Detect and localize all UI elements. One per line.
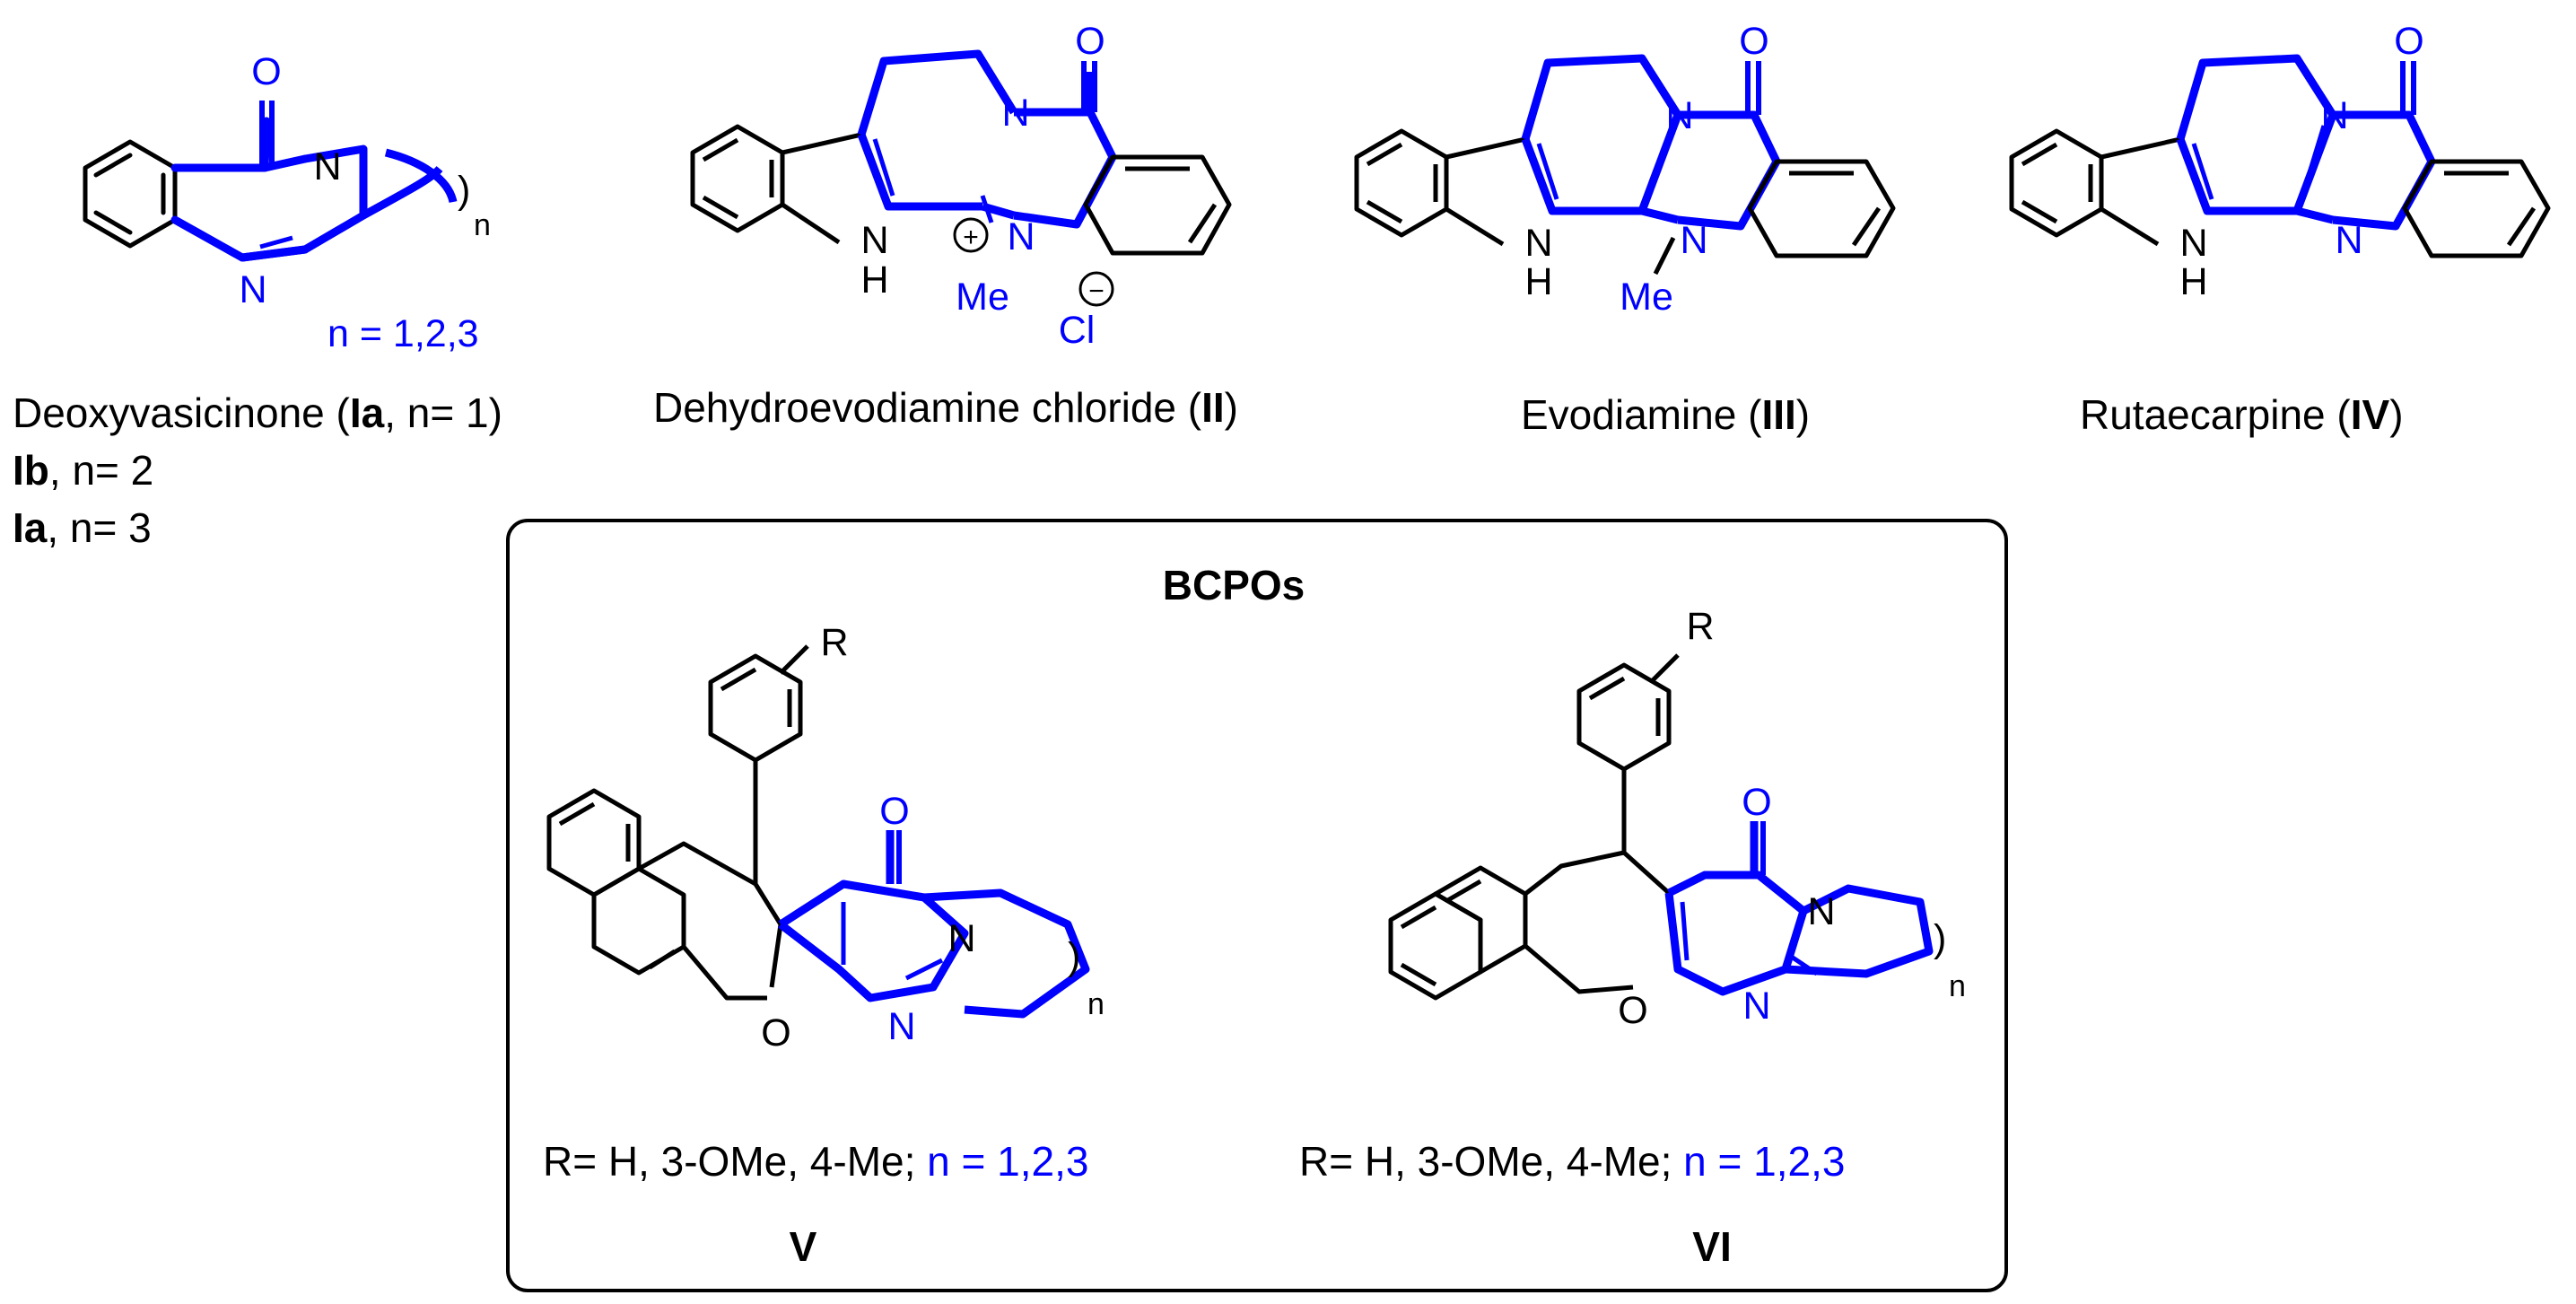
subscript-n: n	[1949, 969, 1966, 1003]
methyl-group: Me	[1620, 276, 1673, 319]
atom-nitrogen: N	[1680, 219, 1707, 262]
atom-nitrogen: N	[1001, 92, 1029, 135]
atom-oxygen: O	[1618, 989, 1647, 1032]
naphthalene-rings	[1388, 865, 1528, 1001]
atom-nitrogen: N	[2335, 219, 2362, 262]
label-v: V	[790, 1223, 817, 1270]
variant-ia: Ia, n= 3	[13, 504, 152, 551]
negative-charge-icon	[1078, 271, 1114, 307]
pyrimidinone-fused-blue	[1664, 821, 1934, 996]
benzene-ring-left	[2009, 128, 2104, 238]
methyl-group: Me	[956, 276, 1009, 319]
atom-nitrogen: N	[2320, 94, 2348, 137]
bracket-paren: )	[1068, 935, 1080, 978]
double-bond	[2299, 125, 2327, 200]
n-range-label: n = 1,2,3	[327, 312, 479, 355]
name-evodiamine: Evodiamine (III)	[1521, 391, 1810, 438]
structure-evodiamine: O N N N H Me	[1354, 20, 1896, 319]
benzene-ring-right	[2402, 159, 2551, 258]
fused-rings-blue	[857, 49, 1117, 229]
atom-nitrogen: N	[239, 268, 266, 311]
structure-dehydroevodiamine: O N N N H Me + − Cl	[690, 20, 1232, 352]
minus-sign: −	[1088, 276, 1105, 306]
pyran-ring	[637, 812, 783, 1001]
n-methyl-bond	[1653, 236, 1676, 276]
aryl-ring	[708, 644, 809, 812]
positive-charge-icon	[953, 217, 989, 253]
substituent-r: R	[1686, 605, 1714, 648]
subscript-n: n	[474, 208, 491, 242]
atom-hydrogen: H	[1524, 260, 1552, 303]
atom-nitrogen: N	[1007, 215, 1035, 258]
benzene-ring-left	[690, 124, 785, 233]
atom-oxygen: O	[761, 1011, 790, 1055]
pyrrole-ring	[781, 132, 862, 245]
label-vi: VI	[1692, 1223, 1731, 1270]
atom-hydrogen: H	[860, 258, 888, 302]
double-bond	[1788, 953, 1819, 976]
atom-nitrogen: N	[1524, 222, 1552, 265]
double-bond	[1680, 901, 1690, 961]
substituent-note-v: R= H, 3-OMe, 4-Me; n = 1,2,3	[543, 1138, 1088, 1185]
plus-sign: +	[963, 223, 979, 252]
double-bond	[1536, 143, 1559, 200]
atom-hydrogen: H	[2179, 260, 2207, 303]
atom-nitrogen: N	[1665, 94, 1693, 137]
name-rutaecarpine: Rutaecarpine (IV)	[2080, 391, 2404, 438]
double-bond	[872, 138, 895, 197]
structure-rutaecarpine: N N O N H	[2009, 20, 2551, 303]
atom-nitrogen: N	[1742, 985, 1770, 1028]
structure-v: R O O N N ) n	[546, 621, 1105, 1055]
pyran-ring	[1524, 799, 1671, 994]
benzene-ring-right	[1083, 154, 1232, 256]
aryl-ring	[1576, 653, 1680, 799]
structure-vi: R O O N N ) n	[1388, 605, 1966, 1032]
atom-oxygen: O	[1075, 20, 1105, 63]
atom-nitrogen: N	[313, 145, 341, 188]
imine-double-bond	[259, 235, 293, 249]
pyrrole-ring	[1445, 136, 1526, 247]
substituent-r: R	[820, 621, 848, 664]
ring-chain-bond	[384, 148, 458, 204]
atom-nitrogen: N	[947, 917, 975, 960]
atom-oxygen: O	[1739, 20, 1768, 63]
atom-oxygen: O	[251, 50, 281, 93]
bracket-paren: )	[458, 169, 470, 212]
pyrimidinone-fused-blue	[778, 830, 1090, 1019]
double-bond	[2191, 143, 2214, 200]
naphthalene-rings	[546, 788, 686, 976]
structure-deoxyvasicinone: O N N ) n n = 1,2,3	[83, 50, 491, 355]
atom-nitrogen: N	[1807, 890, 1835, 933]
double-bond	[980, 195, 994, 223]
atom-nitrogen: N	[887, 1005, 915, 1048]
benzene-ring-right	[1747, 159, 1896, 258]
subscript-n: n	[1087, 987, 1105, 1021]
double-bond	[904, 958, 944, 981]
atom-oxygen: O	[2394, 20, 2423, 63]
chloride-ion: Cl	[1059, 309, 1096, 352]
atom-nitrogen: N	[2179, 222, 2207, 265]
ring-chain-bond	[361, 165, 443, 219]
atom-oxygen: O	[879, 790, 909, 833]
benzene-ring-left	[1354, 128, 1449, 238]
atom-nitrogen: N	[860, 219, 888, 262]
atom-oxygen: O	[1742, 781, 1771, 824]
name-dehydroevodiamine: Dehydroevodiamine chloride (II)	[653, 384, 1238, 431]
substituent-note-vi: R= H, 3-OMe, 4-Me; n = 1,2,3	[1299, 1138, 1845, 1185]
name-deoxyvasicinone: Deoxyvasicinone (Ia, n= 1)	[13, 389, 502, 436]
bcpo-box	[506, 519, 2008, 1292]
variant-ib: Ib, n= 2	[13, 447, 153, 494]
bracket-paren: )	[1934, 917, 1946, 960]
fused-rings-blue	[2176, 54, 2436, 231]
fused-rings-blue	[1521, 54, 1781, 231]
bcpo-title: BCPOs	[1163, 562, 1305, 608]
benzene-ring	[83, 139, 178, 249]
pyrrole-ring	[2100, 136, 2181, 247]
